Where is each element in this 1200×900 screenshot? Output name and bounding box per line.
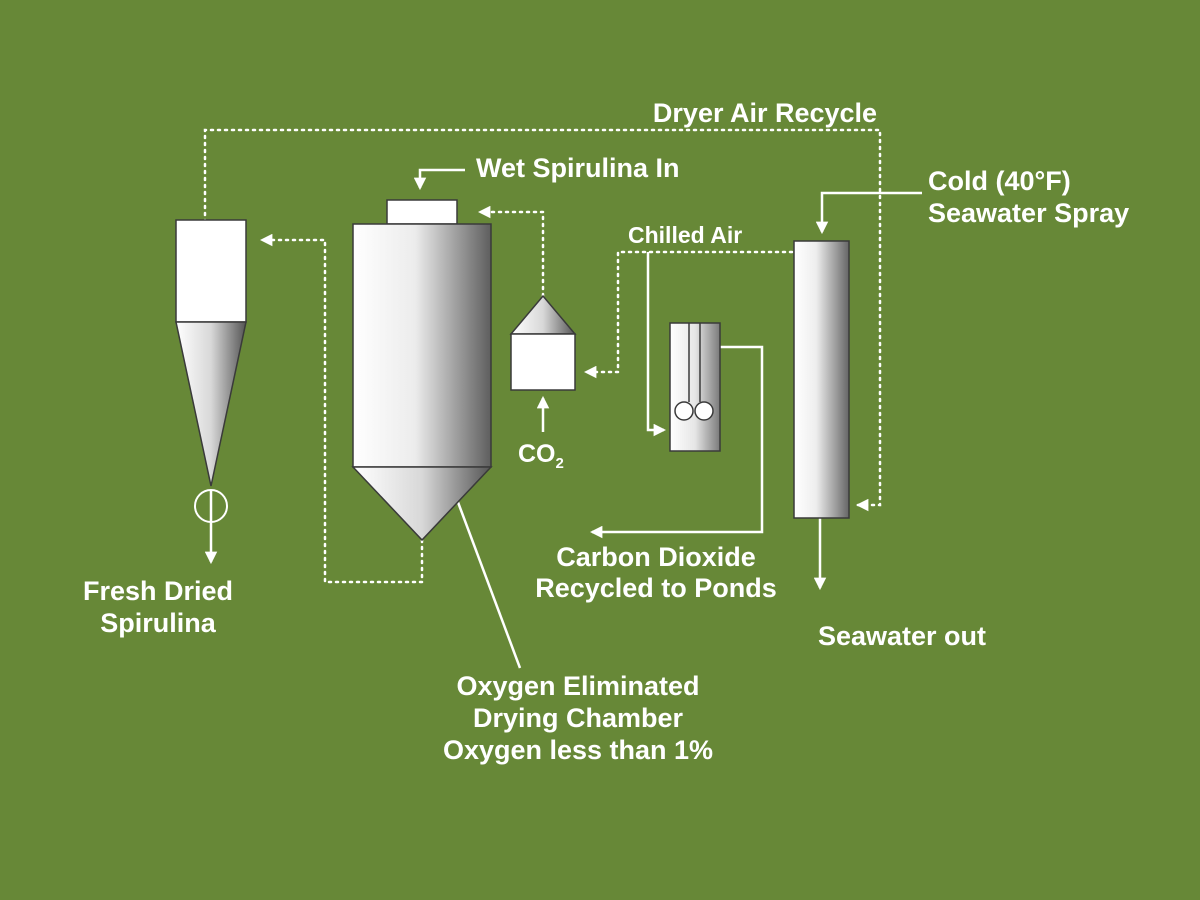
cyclone-body [175,219,247,323]
chilled-air-line [583,250,794,379]
chamber-label-line1: Oxygen Eliminated [456,671,699,701]
scrubber-body [669,322,721,452]
chilled-air-label: Chilled Air [628,222,742,248]
chamber-label-line3: Oxygen less than 1% [443,735,713,765]
spray-drying-chamber [351,199,493,542]
cold-seawater-label-line1: Cold (40°F) [928,166,1071,196]
co2-label-main: CO [518,440,556,468]
dryer-air-recycle-line [203,128,882,512]
chamber-body [352,223,492,468]
chilled-air-to-scrubber-line [646,252,667,437]
cyclone-cone [175,321,247,487]
chamber-cap [386,199,458,225]
seawater-out-label: Seawater out [818,621,986,651]
co2-label: CO2 [518,440,564,472]
seawater-spray-tower [793,240,850,519]
wet-spirulina-feed-arrow [413,168,465,191]
tower-body [793,240,850,519]
cold-seawater-label-line2: Seawater Spray [928,198,1129,228]
fresh-dried-label-line1: Fresh Dried [83,576,233,606]
co2-label-subscript: 2 [556,455,564,472]
carbon-dioxide-label-line2: Recycled to Ponds [535,573,777,603]
wet-spirulina-in-label: Wet Spirulina In [476,153,680,183]
co2-generator [509,294,577,391]
labels: Dryer Air Recycle Wet Spirulina In Cold … [83,98,1129,765]
flow-lines [203,128,922,669]
cyclone-separator [175,219,247,523]
dryer-air-recycle-label: Dryer Air Recycle [653,98,877,128]
chamber-cone [351,466,493,542]
carbon-dioxide-label-line1: Carbon Dioxide [556,542,756,572]
chamber-to-cyclone-line [259,233,424,584]
scrubber-roller-right [694,401,714,421]
chamber-label-line2: Drying Chamber [473,703,684,733]
co2-scrubber [669,322,721,452]
fresh-dried-label-line2: Spirulina [100,608,216,638]
scrubber-roller-left [674,401,694,421]
carbon-dioxide-recycle-line [589,345,764,539]
rotary-valve [194,489,228,523]
co2-to-chamber-line [477,205,545,298]
seawater-spray-arrow [815,191,922,235]
co2-generator-body [510,333,576,391]
